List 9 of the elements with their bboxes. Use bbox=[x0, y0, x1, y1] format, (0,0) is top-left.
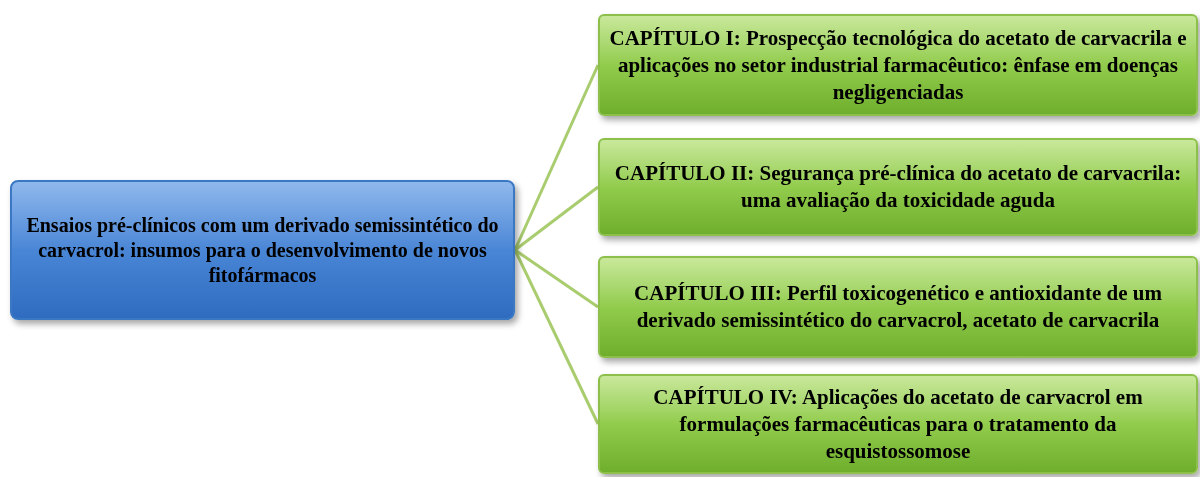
chapter-box: CAPÍTULO I: Prospecção tecnológica do acetato de carvacrila e aplicações no setor industrial farmacêutico: ênfase em doenças negligenciadas bbox=[598, 14, 1198, 116]
connector-line bbox=[514, 248, 599, 309]
topic-box: Ensaios pré-clínicos com um derivado semissintético do carvacrol: insumos para o desenvolvimento de novos fitofármacos bbox=[10, 180, 515, 320]
connector-line bbox=[513, 249, 600, 425]
connector-line bbox=[514, 185, 599, 252]
chapter-box: CAPÍTULO III: Perfil toxicogenético e antioxidante de um derivado semissintético do carvacrol, acetato de carvacrila bbox=[598, 256, 1198, 358]
connector-line bbox=[513, 64, 600, 251]
chapter-box: CAPÍTULO II: Segurança pré-clínica do acetato de carvacrila: uma avaliação da toxicidade aguda bbox=[598, 138, 1198, 236]
chapter-box: CAPÍTULO IV: Aplicações do acetato de carvacrol em formulações farmacêuticas para o tratamento da esquistossomose bbox=[598, 374, 1198, 474]
